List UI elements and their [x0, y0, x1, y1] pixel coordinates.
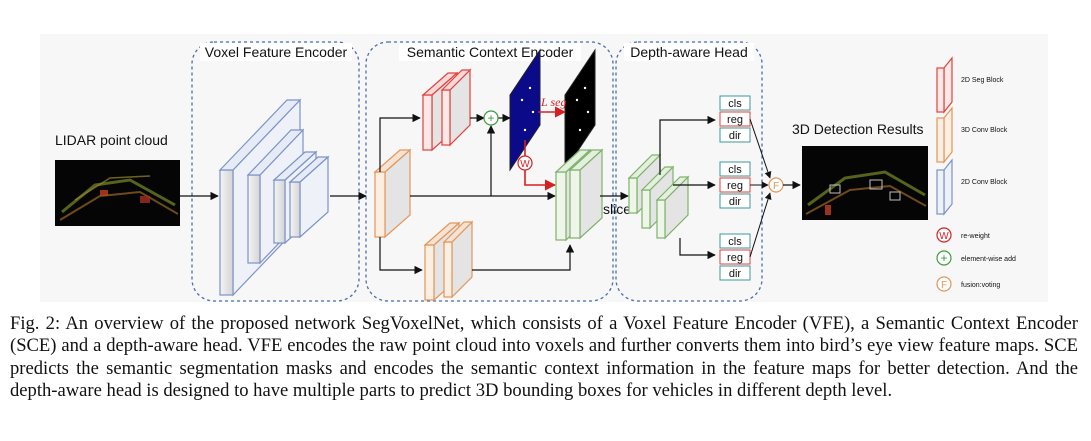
- svg-text:+: +: [940, 251, 947, 265]
- sce-seg-blocks: [421, 68, 472, 152]
- cls-label: cls: [728, 236, 742, 248]
- figure-caption: Fig. 2: An overview of the proposed netw…: [10, 313, 1078, 403]
- sce-section-box: [365, 41, 614, 302]
- legend-2d-conv-block-label: 2D Conv Block: [961, 179, 1008, 186]
- detection-results-image: [802, 146, 928, 220]
- fusion-voting-icon: F: [768, 177, 784, 193]
- reweight-icon: W: [517, 155, 533, 171]
- legend-seg-block-label: 2D Seg Block: [961, 77, 1004, 84]
- caption-text: An overview of the proposed network SegV…: [10, 313, 1078, 402]
- reg-label: reg: [727, 252, 743, 264]
- legend-3d-conv-block-label: 3D Conv Block: [961, 127, 1008, 134]
- legend-seg-block-icon: [936, 56, 953, 114]
- arrow-lower-to-fusion: [472, 244, 575, 271]
- caption-label: Fig. 2:: [10, 313, 61, 334]
- head-output-group-1: cls reg dir: [719, 95, 751, 143]
- vfe-title: Voxel Feature Encoder: [205, 44, 348, 60]
- reg-label: reg: [727, 114, 743, 126]
- head-title: Depth-aware Head: [630, 44, 748, 60]
- reg-label: reg: [727, 180, 743, 192]
- legend-add-icon: +: [936, 250, 952, 266]
- legend-2d-conv-block-icon: [936, 158, 953, 216]
- arrow-reg3-to-fusion: [749, 192, 772, 258]
- head-section-box: [615, 41, 763, 302]
- segmentation-mask-map: [564, 48, 596, 172]
- cls-label: cls: [728, 164, 742, 176]
- arrow-head-to-output-1: [659, 115, 716, 175]
- input-label: LIDAR point cloud: [55, 132, 168, 148]
- slice-label: slice: [603, 201, 631, 217]
- sce-title: Semantic Context Encoder: [407, 44, 574, 60]
- legend-fusion-label: fusion:voting: [961, 282, 1000, 289]
- vfe-conv3d-blocks: [218, 98, 330, 297]
- legend-fusion-icon: F: [936, 276, 952, 292]
- cls-label: cls: [728, 98, 742, 110]
- svg-text:W: W: [520, 159, 530, 170]
- head-output-group-3: cls reg dir: [719, 233, 751, 281]
- arrow-to-seg-branch: [379, 113, 421, 172]
- sce-lower-conv-blocks: [423, 220, 474, 302]
- dir-label: dir: [729, 196, 742, 208]
- element-wise-add-icon: +: [483, 110, 499, 126]
- legend-reweight-label: re-weight: [961, 233, 990, 240]
- sce-conv2d-block: [373, 148, 412, 239]
- vfe-section-box: [191, 41, 360, 302]
- legend-add-label: element-wise add: [961, 256, 1016, 263]
- svg-text:+: +: [487, 111, 494, 125]
- legend-3d-conv-block-icon: [936, 106, 953, 164]
- arrow-to-lower-branch: [379, 237, 423, 275]
- seg-loss-label: L seg: [540, 95, 566, 109]
- svg-text:W: W: [939, 231, 949, 242]
- dir-label: dir: [729, 268, 742, 280]
- dir-label: dir: [729, 130, 742, 142]
- head-output-group-2: cls reg dir: [719, 161, 751, 209]
- svg-text:F: F: [773, 181, 779, 192]
- output-label: 3D Detection Results: [792, 121, 924, 137]
- svg-text:F: F: [941, 280, 947, 291]
- legend-reweight-icon: W: [936, 227, 952, 243]
- arrow-reweight-to-fusion: [524, 170, 557, 191]
- arrow-reg1-to-fusion: [749, 118, 772, 179]
- arrow-head-to-output-3: [679, 238, 716, 260]
- network-diagram: Voxel Feature Encoder Semantic Context E…: [55, 41, 1016, 302]
- segmentation-feature-map: [509, 48, 541, 172]
- head-conv-blocks: [627, 153, 690, 240]
- lidar-point-cloud-image: [55, 160, 180, 226]
- sce-fused-blocks: [554, 148, 604, 242]
